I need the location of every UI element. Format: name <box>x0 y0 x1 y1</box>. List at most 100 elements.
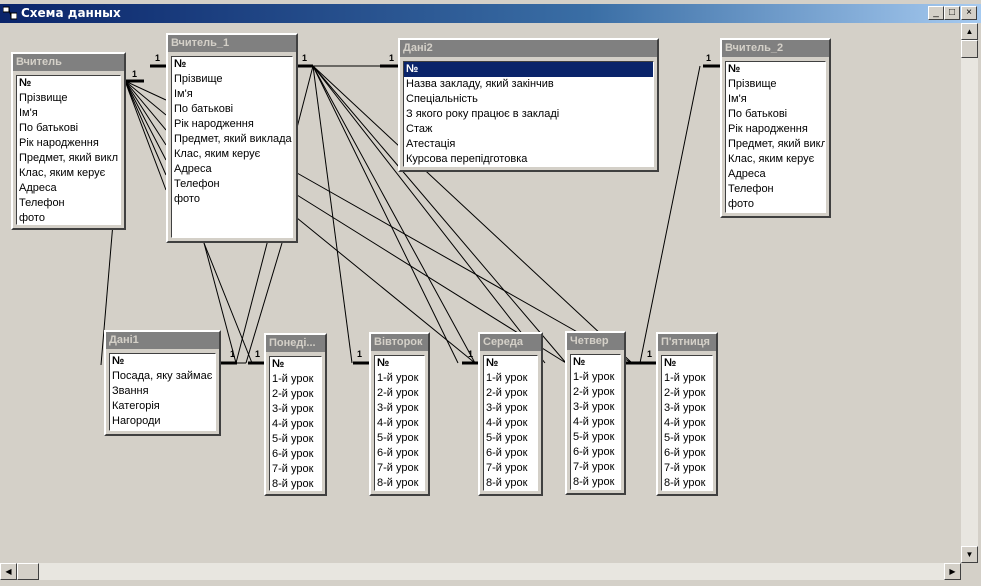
table-title[interactable]: П'ятниця <box>658 334 716 351</box>
table-vchytel-1[interactable]: Вчитель_1 № Прізвище Ім'я По батькові Рі… <box>166 33 298 243</box>
field-list[interactable]: № 1-й урок 2-й урок 3-й урок 4-й урок 5-… <box>570 354 621 490</box>
field-list[interactable]: № 1-й урок 2-й урок 3-й урок 4-й урок 5-… <box>269 356 322 491</box>
close-button[interactable]: × <box>961 6 977 20</box>
field[interactable]: 1-й урок <box>664 372 706 384</box>
field[interactable]: Курсова перепідготовка <box>406 153 528 165</box>
field[interactable]: 4-й урок <box>377 417 419 429</box>
table-title[interactable]: Дані2 <box>400 40 657 57</box>
field[interactable]: Клас, яким керує <box>174 148 261 160</box>
field[interactable]: Предмет, який викл <box>728 138 826 150</box>
primary-key-field[interactable]: № <box>728 63 741 75</box>
field[interactable]: 7-й урок <box>573 461 615 473</box>
field[interactable]: 1-й урок <box>377 372 419 384</box>
field[interactable]: фото <box>174 193 200 205</box>
field[interactable]: 6-й урок <box>573 446 615 458</box>
field[interactable]: 2-й урок <box>573 386 615 398</box>
primary-key-field[interactable]: № <box>573 356 586 368</box>
field[interactable]: 1-й урок <box>272 373 314 385</box>
field-list[interactable]: № Назва закладу, який закінчив Спеціальн… <box>403 61 654 167</box>
scroll-down-button[interactable]: ▼ <box>961 546 978 563</box>
field[interactable]: Прізвище <box>19 92 68 104</box>
field[interactable]: 2-й урок <box>486 387 528 399</box>
field[interactable]: 6-й урок <box>664 447 706 459</box>
field[interactable]: фото <box>19 212 45 224</box>
field[interactable]: 5-й урок <box>573 431 615 443</box>
field[interactable]: Телефон <box>19 197 65 209</box>
table-piatnytsia[interactable]: П'ятниця № 1-й урок 2-й урок 3-й урок 4-… <box>656 332 718 496</box>
primary-key-field[interactable]: № <box>486 357 499 369</box>
table-chetver[interactable]: Четвер № 1-й урок 2-й урок 3-й урок 4-й … <box>565 331 626 495</box>
field[interactable]: 3-й урок <box>272 403 314 415</box>
table-dani1[interactable]: Дані1 № Посада, яку займає Звання Катего… <box>104 330 221 436</box>
field[interactable]: Предмет, який виклада <box>174 133 292 145</box>
table-title[interactable]: Вчитель_2 <box>722 40 829 57</box>
field[interactable]: 8-й урок <box>377 477 419 489</box>
primary-key-field[interactable]: № <box>272 358 285 370</box>
table-vchytel-2[interactable]: Вчитель_2 № Прізвище Ім'я По батькові Рі… <box>720 38 831 218</box>
field[interactable]: 4-й урок <box>664 417 706 429</box>
field[interactable]: Адреса <box>174 163 212 175</box>
field[interactable]: 3-й урок <box>664 402 706 414</box>
maximize-button[interactable]: □ <box>944 6 960 20</box>
field[interactable]: 7-й урок <box>272 463 314 475</box>
field-list[interactable]: № Посада, яку займає Звання Категорія На… <box>109 353 216 431</box>
horizontal-scrollbar[interactable]: ◀ ▶ <box>0 563 961 580</box>
primary-key-field[interactable]: № <box>664 357 677 369</box>
field[interactable]: Назва закладу, який закінчив <box>406 78 554 90</box>
field[interactable]: 4-й урок <box>272 418 314 430</box>
title-bar[interactable]: Схема данных _ □ × <box>0 4 981 23</box>
field[interactable]: 6-й урок <box>377 447 419 459</box>
field[interactable]: 5-й урок <box>377 432 419 444</box>
field[interactable]: Ім'я <box>19 107 38 119</box>
field[interactable]: 6-й урок <box>272 448 314 460</box>
field[interactable]: Стаж <box>406 123 433 135</box>
field[interactable]: Ім'я <box>174 88 193 100</box>
vertical-scroll-thumb[interactable] <box>961 40 978 58</box>
table-title[interactable]: Середа <box>480 334 541 351</box>
minimize-button[interactable]: _ <box>928 6 944 20</box>
table-dani2[interactable]: Дані2 № Назва закладу, який закінчив Спе… <box>398 38 659 172</box>
table-title[interactable]: Понеді... <box>266 335 325 352</box>
field-list[interactable]: № Прізвище Ім'я По батькові Рік народжен… <box>16 75 121 225</box>
table-title[interactable]: Дані1 <box>106 332 219 349</box>
field[interactable]: 5-й урок <box>272 433 314 445</box>
field[interactable]: 5-й урок <box>486 432 528 444</box>
field[interactable]: 8-й урок <box>486 477 528 489</box>
table-title[interactable]: Вчитель_1 <box>168 35 296 52</box>
field-list[interactable]: № 1-й урок 2-й урок 3-й урок 4-й урок 5-… <box>661 355 713 491</box>
horizontal-scroll-thumb[interactable] <box>17 563 39 580</box>
field[interactable]: Рік народження <box>728 123 808 135</box>
field[interactable]: Ім'я <box>728 93 747 105</box>
field[interactable]: Рік народження <box>19 137 99 149</box>
field[interactable]: 1-й урок <box>486 372 528 384</box>
field[interactable]: Телефон <box>728 183 774 195</box>
table-vchytel[interactable]: Вчитель № Прізвище Ім'я По батькові Рік … <box>11 52 126 230</box>
field[interactable]: 8-й урок <box>573 476 615 488</box>
field-list[interactable]: № 1-й урок 2-й урок 3-й урок 4-й урок 5-… <box>374 355 425 491</box>
field[interactable]: Атестація <box>406 138 456 150</box>
primary-key-field[interactable]: № <box>404 62 653 77</box>
field[interactable]: 5-й урок <box>664 432 706 444</box>
field[interactable]: 2-й урок <box>272 388 314 400</box>
field[interactable]: 7-й урок <box>377 462 419 474</box>
field[interactable]: 3-й урок <box>573 401 615 413</box>
field[interactable]: фото <box>728 198 754 210</box>
field-list[interactable]: № Прізвище Ім'я По батькові Рік народжен… <box>725 61 826 213</box>
field[interactable]: 3-й урок <box>377 402 419 414</box>
scroll-left-button[interactable]: ◀ <box>0 563 17 580</box>
field[interactable]: Спеціальність <box>406 93 478 105</box>
field[interactable]: Клас, яким керує <box>19 167 106 179</box>
field[interactable]: 2-й урок <box>377 387 419 399</box>
vertical-scrollbar[interactable]: ▲ ▼ <box>961 23 978 563</box>
field[interactable]: Рік народження <box>174 118 254 130</box>
field[interactable]: 4-й урок <box>573 416 615 428</box>
table-sereda[interactable]: Середа № 1-й урок 2-й урок 3-й урок 4-й … <box>478 332 543 496</box>
primary-key-field[interactable]: № <box>174 58 187 70</box>
field[interactable]: Посада, яку займає <box>112 370 213 382</box>
field[interactable]: Предмет, який викл <box>19 152 119 164</box>
primary-key-field[interactable]: № <box>112 355 125 367</box>
scroll-up-button[interactable]: ▲ <box>961 23 978 40</box>
field[interactable]: 7-й урок <box>664 462 706 474</box>
field[interactable]: По батькові <box>174 103 234 115</box>
field[interactable]: Адреса <box>728 168 766 180</box>
